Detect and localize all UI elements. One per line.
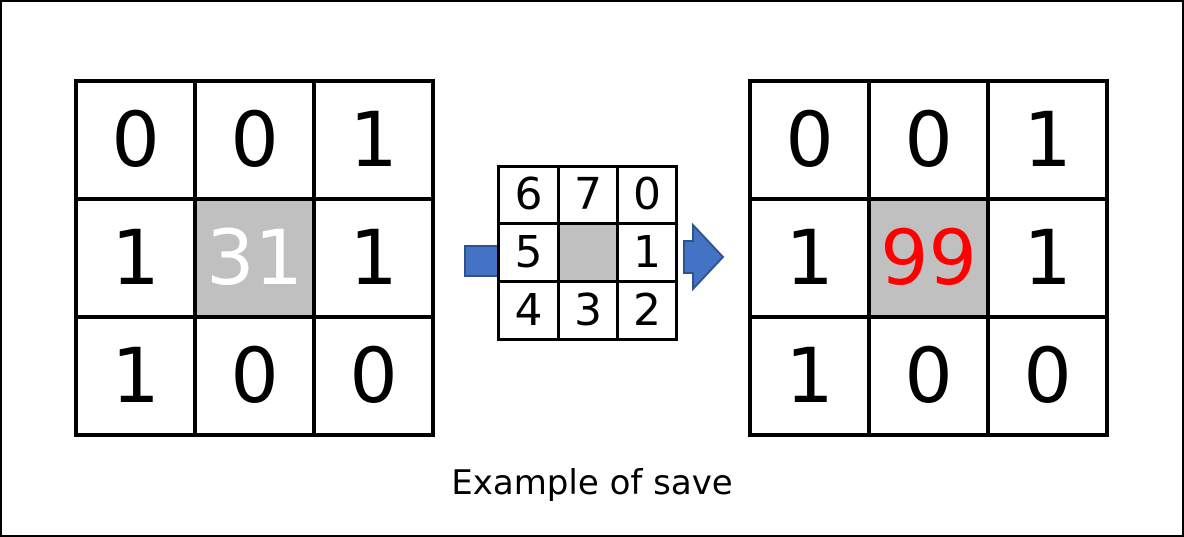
- direction-center-cell: [560, 225, 616, 280]
- output-cell-r0c1: 0: [871, 83, 986, 197]
- input-center-cell: 31: [197, 201, 312, 315]
- direction-cell-r0c0: 6: [500, 168, 557, 222]
- input-cell-r2c1: 0: [197, 319, 312, 433]
- direction-grid: 6 7 0 5 1 4 3 2: [497, 165, 678, 341]
- direction-cell-r2c2: 2: [619, 283, 675, 338]
- input-grid: 0 0 1 1 31 1 1 0 0: [74, 79, 435, 437]
- direction-cell-r2c0: 4: [500, 283, 557, 338]
- input-cell-r1c0: 1: [78, 201, 193, 315]
- input-cell-r0c0: 0: [78, 83, 193, 197]
- input-cell-r0c2: 1: [316, 83, 431, 197]
- direction-cell-r0c1: 7: [560, 168, 616, 222]
- input-cell-r1c2: 1: [316, 201, 431, 315]
- diagram-caption: Example of save: [451, 463, 733, 503]
- direction-cell-r0c2: 0: [619, 168, 675, 222]
- input-cell-r2c0: 1: [78, 319, 193, 433]
- output-cell-r1c0: 1: [752, 201, 867, 315]
- output-cell-r2c1: 0: [871, 319, 986, 433]
- output-cell-r2c2: 0: [990, 319, 1105, 433]
- output-grid: 0 0 1 1 99 1 1 0 0: [748, 79, 1109, 437]
- input-cell-r2c2: 0: [316, 319, 431, 433]
- output-cell-r0c2: 1: [990, 83, 1105, 197]
- direction-cell-r2c1: 3: [560, 283, 616, 338]
- direction-cell-r1c2: 1: [619, 225, 675, 280]
- output-arrow-icon: [683, 223, 725, 291]
- input-cell-r0c1: 0: [197, 83, 312, 197]
- output-center-cell: 99: [871, 201, 986, 315]
- direction-cell-r1c0: 5: [500, 225, 557, 280]
- output-cell-r2c0: 1: [752, 319, 867, 433]
- output-cell-r1c2: 1: [990, 201, 1105, 315]
- output-cell-r0c0: 0: [752, 83, 867, 197]
- input-arrow-icon: [464, 245, 503, 277]
